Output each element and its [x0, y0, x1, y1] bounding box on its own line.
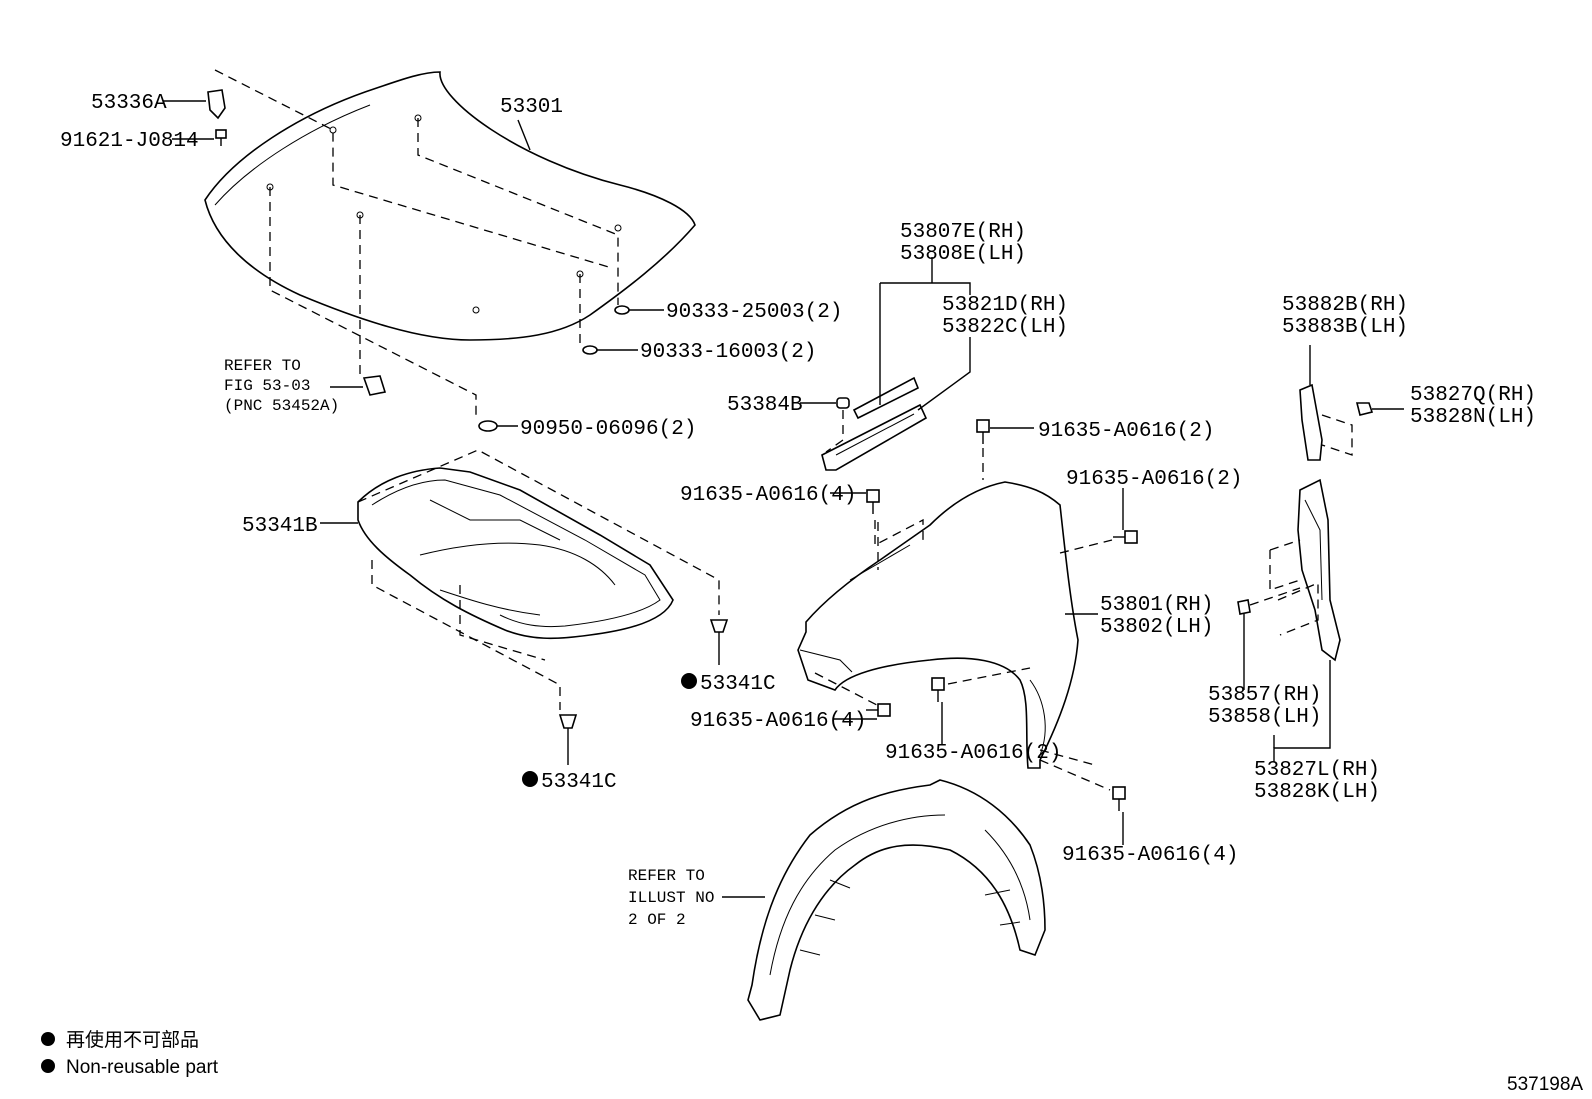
label-91635-lower-mid: 91635-A0616(2)	[885, 742, 1061, 765]
label-53827L: 53827L(RH)	[1254, 759, 1380, 782]
label-53857: 53857(RH)	[1208, 684, 1321, 707]
label-53822C: 53822C(LH)	[942, 316, 1068, 339]
fender-bracket-53882B[interactable]	[1299, 383, 1323, 461]
insulator-clip-bottom[interactable]	[558, 714, 578, 729]
label-53341B: 53341B	[242, 515, 318, 538]
label-53802: 53802(LH)	[1100, 616, 1213, 639]
clip-53384B[interactable]	[836, 397, 850, 409]
legend-japanese: 再使用不可部品	[66, 1029, 199, 1051]
label-53828N: 53828N(LH)	[1410, 406, 1536, 429]
label-53384B: 53384B	[727, 394, 803, 417]
legend-bullet	[41, 1059, 55, 1073]
front-fender-panel[interactable]	[797, 481, 1079, 769]
fender-liner[interactable]	[747, 779, 1046, 1021]
hood-lock-striker[interactable]	[362, 375, 387, 396]
fender-bolt-upper-left[interactable]	[866, 489, 880, 514]
label-90333-16003: 90333-16003(2)	[640, 341, 816, 364]
label-91635-bottom: 91635-A0616(4)	[1062, 844, 1238, 867]
label-53858: 53858(LH)	[1208, 706, 1321, 729]
label-91635-lower-left: 91635-A0616(4)	[690, 710, 866, 733]
clip-90333-16003[interactable]	[582, 345, 598, 355]
label-53882B: 53882B(RH)	[1282, 294, 1408, 317]
fender-bolt-lower-left[interactable]	[866, 703, 891, 717]
refer-fig-line2: FIG 53-03	[224, 377, 310, 395]
fender-bolt-bottom[interactable]	[1112, 786, 1126, 811]
label-90950-06096: 90950-06096(2)	[520, 418, 696, 441]
refer-illust-line3: 2 OF 2	[628, 911, 686, 929]
label-91635-right: 91635-A0616(2)	[1066, 468, 1242, 491]
label-53827Q: 53827Q(RH)	[1410, 384, 1536, 407]
figure-id: 537198A	[1507, 1074, 1583, 1095]
refer-fig-line1: REFER TO	[224, 357, 301, 375]
label-53828K: 53828K(LH)	[1254, 781, 1380, 804]
insulator-clip-right[interactable]	[709, 619, 729, 633]
refer-illust-line2: ILLUST NO	[628, 889, 714, 907]
fender-support-53827L[interactable]	[1297, 478, 1341, 662]
label-91635-upper-left: 91635-A0616(4)	[680, 484, 856, 507]
legend-bullet	[41, 1032, 55, 1046]
label-90333-25003: 90333-25003(2)	[666, 301, 842, 324]
label-53336A: 53336A	[91, 92, 167, 115]
label-53821D: 53821D(RH)	[942, 294, 1068, 317]
clip-90333-25003[interactable]	[614, 305, 630, 315]
fender-moulding[interactable]	[852, 376, 920, 420]
refer-fig-line3: (PNC 53452A)	[224, 397, 339, 415]
label-53341C-bottom: 53341C	[541, 771, 617, 794]
non-reusable-bullet	[522, 771, 538, 787]
pad-53857[interactable]	[1237, 599, 1251, 615]
hood-stop-bracket[interactable]	[207, 89, 226, 120]
label-91635-top: 91635-A0616(2)	[1038, 420, 1214, 443]
cushion-90950[interactable]	[478, 420, 498, 432]
refer-illust-line1: REFER TO	[628, 867, 705, 885]
fender-seal[interactable]	[821, 403, 928, 471]
label-53341C-right: 53341C	[700, 673, 776, 696]
label-53883B: 53883B(LH)	[1282, 316, 1408, 339]
hood-panel[interactable]	[204, 71, 696, 341]
non-reusable-bullet	[681, 673, 697, 689]
legend-english: Non-reusable part	[66, 1057, 219, 1078]
bolt-91621[interactable]	[215, 129, 227, 146]
fender-bolt-right[interactable]	[1113, 530, 1138, 544]
label-53301: 53301	[500, 96, 563, 119]
label-53808E: 53808E(LH)	[900, 243, 1026, 266]
retainer-53827Q[interactable]	[1355, 402, 1374, 416]
fender-bolt-top[interactable]	[976, 419, 990, 444]
label-53801: 53801(RH)	[1100, 594, 1213, 617]
fender-bolt-lower-mid[interactable]	[931, 677, 945, 702]
label-53807E: 53807E(RH)	[900, 221, 1026, 244]
hood-insulator[interactable]	[357, 467, 674, 640]
label-91621-J0814: 91621-J0814	[60, 130, 199, 153]
